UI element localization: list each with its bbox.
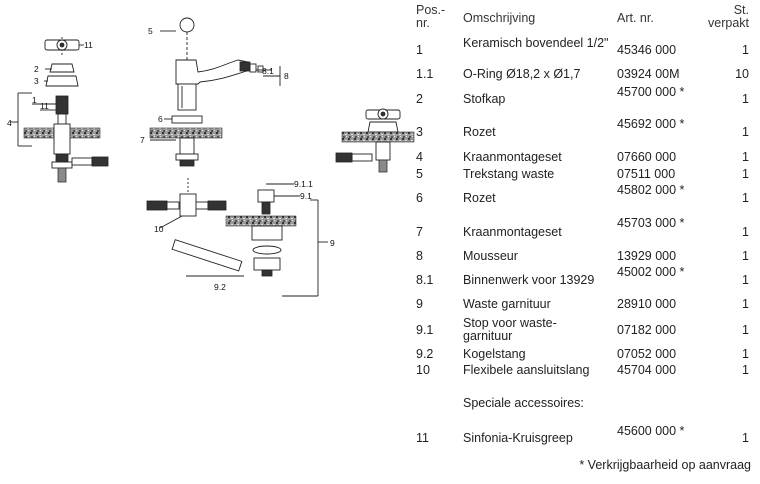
callout-9-1: 9.1: [300, 191, 312, 201]
callout-2: 2: [34, 64, 39, 74]
callout-5: 5: [148, 26, 153, 36]
row-13-pos: 9.2: [416, 347, 434, 361]
row-9-qty: 1: [742, 249, 749, 263]
row-13-desc: Kogelstang: [463, 347, 526, 361]
callout-9: 9: [330, 238, 335, 248]
row-10-qty: 1: [742, 273, 749, 287]
header-qty-line1: St.: [733, 3, 749, 17]
row-9-pos: 8: [416, 249, 423, 263]
row-4-qty: 1: [742, 125, 749, 139]
callout-4: 4: [7, 118, 12, 128]
accessory-1-pos: 11: [416, 431, 429, 445]
row-7-pos: 6: [416, 191, 423, 205]
exploded-view-diagram: 11 2 3 1 11 4 5 8.1 8 6 7 9.1.1 9.1 10 9…: [7, 17, 415, 297]
row-14-art: 45704 000: [617, 363, 677, 377]
row-5-desc: Kraanmontageset: [463, 150, 562, 164]
row-4-art: 45692 000 *: [617, 117, 685, 131]
row-7-desc: Rozet: [463, 191, 496, 205]
row-2-qty: 10: [735, 67, 749, 81]
accessory-1-qty: 1: [742, 431, 749, 445]
header-qty-line2: verpakt: [708, 16, 749, 30]
row-2-art: 03924 00M: [617, 67, 680, 81]
row-9-desc: Mousseur: [463, 249, 518, 263]
callout-8: 8: [284, 71, 289, 81]
row-1-qty: 1: [742, 43, 749, 57]
row-14-pos: 10: [416, 363, 430, 377]
callout-6: 6: [158, 114, 163, 124]
callout-9-2: 9.2: [214, 282, 226, 292]
row-13-qty: 1: [742, 347, 749, 361]
special-accessories-title: Speciale accessoires:: [463, 396, 584, 410]
row-8-art: 45703 000 *: [617, 216, 685, 230]
row-2-desc: O-Ring Ø18,2 x Ø1,7: [463, 67, 581, 81]
row-1-desc: Keramisch bovendeel 1/2": [463, 36, 609, 50]
header-description: Omschrijving: [463, 11, 536, 25]
row-6-desc: Trekstang waste: [463, 167, 555, 181]
row-7-art: 45802 000 *: [617, 183, 685, 197]
row-1-pos: 1: [416, 43, 423, 57]
row-10-art: 45002 000 *: [617, 265, 685, 279]
row-3-pos: 2: [416, 92, 423, 106]
header-quantity: St. verpakt: [708, 4, 749, 30]
row-12-desc: Stop voor waste-garnituur: [463, 316, 557, 343]
header-pos: Pos.- nr.: [416, 4, 445, 30]
row-5-pos: 4: [416, 150, 423, 164]
row-11-art: 28910 000: [617, 297, 677, 311]
row-6-art: 07511 000: [617, 167, 676, 181]
row-14-qty: 1: [742, 363, 749, 377]
left-valve-assembly: [10, 37, 109, 183]
center-spout-assembly: [149, 17, 281, 167]
row-12-qty: 1: [742, 323, 749, 337]
row-9-art: 13929 000: [617, 249, 677, 263]
row-10-desc: Binnenwerk voor 13929: [463, 273, 595, 287]
accessory-1-desc: Sinfonia-Kruisgreep: [463, 431, 573, 445]
row-3-desc: Stofkap: [463, 92, 506, 106]
row-8-desc: Kraanmontageset: [463, 225, 562, 239]
row-7-qty: 1: [742, 191, 749, 205]
row-10-pos: 8.1: [416, 273, 434, 287]
callout-1: 1: [32, 95, 37, 105]
row-12-art: 07182 000: [617, 323, 677, 337]
callout-7: 7: [140, 135, 145, 145]
row-6-pos: 5: [416, 167, 423, 181]
row-8-pos: 7: [416, 225, 423, 239]
row-11-qty: 1: [742, 297, 749, 311]
header-pos-line2: nr.: [416, 16, 430, 30]
row-11-desc: Waste garnituur: [463, 297, 551, 311]
header-article-number: Art. nr.: [617, 11, 654, 25]
callout-8-1: 8.1: [262, 66, 274, 76]
availability-footnote: * Verkrijgbaarheid op aanvraag: [579, 458, 751, 472]
row-3-qty: 1: [742, 92, 749, 106]
callout-9-1-1: 9.1.1: [294, 179, 313, 189]
accessory-1-art: 45600 000 *: [617, 424, 685, 438]
row-2-pos: 1.1: [416, 67, 434, 81]
header-pos-line1: Pos.-: [416, 3, 446, 17]
row-11-pos: 9: [416, 297, 423, 311]
waste-and-hose-assembly: [146, 178, 328, 297]
row-4-desc: Rozet: [463, 125, 496, 139]
row-1-art: 45346 000: [617, 43, 677, 57]
row-5-qty: 1: [742, 150, 749, 164]
callout-3: 3: [34, 76, 39, 86]
row-12-pos: 9.1: [416, 323, 434, 337]
callout-11-top: 11: [84, 40, 93, 50]
callout-11-mid: 11: [40, 101, 49, 111]
right-valve-assembly: [335, 108, 415, 173]
row-5-art: 07660 000: [617, 150, 677, 164]
row-14-desc: Flexibele aansluitslang: [463, 363, 590, 377]
row-4-pos: 3: [416, 125, 423, 139]
row-6-qty: 1: [742, 167, 749, 181]
row-3-art: 45700 000 *: [617, 85, 685, 99]
row-13-art: 07052 000: [617, 347, 677, 361]
callout-10: 10: [154, 224, 164, 234]
row-8-qty: 1: [742, 225, 749, 239]
